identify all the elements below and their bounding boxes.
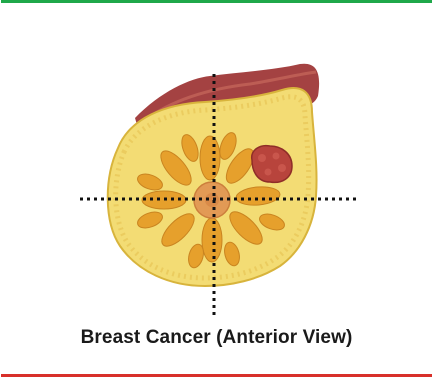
diagram-caption: Breast Cancer (Anterior View)	[0, 327, 433, 349]
tumor-icon	[252, 146, 292, 183]
